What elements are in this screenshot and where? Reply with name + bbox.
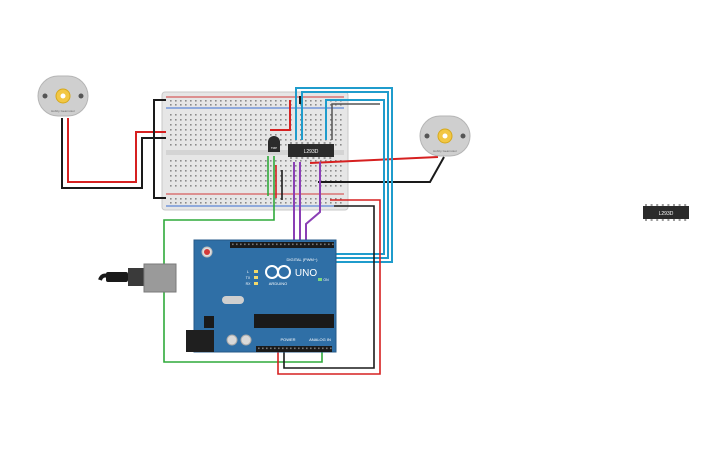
temperature-sensor[interactable]: TMP [268,136,280,152]
wire-blue-3[interactable] [310,99,385,255]
tx-led [254,276,258,279]
usb-cable[interactable] [98,268,148,286]
power-header-label: POWER [280,337,295,342]
wire-right-motor-red[interactable] [309,156,439,164]
motor-left-shaft-center [60,93,66,99]
atmega-chip [254,314,334,328]
motor-left[interactable]: Hobby Gearmotor [37,75,89,117]
on-led-label: ON [323,278,329,282]
capacitor-1 [226,334,238,346]
driver-chip-pins [290,142,332,159]
tx-label: TX [246,276,251,280]
on-led [318,278,322,281]
wire-right-motor-black[interactable] [318,156,445,183]
capacitor-2 [240,334,252,346]
usb-plug-body [106,272,128,282]
motor-right-screw-right [460,133,466,139]
wires [61,87,445,375]
breadboard-center-channel [166,150,344,155]
motor-left-screw-right [78,93,84,99]
reset-button[interactable] [204,249,210,255]
wire-rail-black-jumper[interactable] [153,99,166,199]
motor-right-label: Hobby Gearmotor [433,149,457,153]
temperature-sensor-label: TMP [271,146,277,150]
temperature-sensor-body [268,136,280,152]
driver-chip-body [288,144,334,157]
loose-chip-pins [645,204,687,221]
digital-header [230,242,334,248]
loose-chip-body [643,206,689,219]
rx-label: RX [246,282,252,286]
loose-chip-label: L293D [659,211,674,217]
motor-right[interactable]: Hobby Gearmotor [419,115,471,157]
power-jack [186,330,214,352]
arduino-brand: ARDUINO [269,281,287,286]
wire-blue-1[interactable] [295,87,393,263]
usb-port [143,263,177,293]
arduino-uno[interactable]: UNO ARDUINO DIGITAL (PWM~) POWER ANALOG … [143,239,337,353]
l-led-label: L [247,270,249,274]
rx-led [254,282,258,285]
driver-chip-label: L293D [304,149,319,155]
arduino-model: UNO [295,268,317,279]
usb-plug-head [128,268,148,286]
voltage-regulator [204,316,214,328]
wire-left-motor-black[interactable] [61,118,166,189]
wire-power-5v-red[interactable] [277,199,381,375]
wire-power-gnd-black[interactable] [283,205,375,369]
loose-chip[interactable]: L293D [643,204,689,221]
l-led [254,270,258,273]
driver-chip[interactable]: L293D [288,142,334,159]
motor-right-shaft-center [442,133,448,139]
wire-grey-short[interactable] [331,103,380,140]
motor-left-label: Hobby Gearmotor [51,109,75,113]
wire-top-red-short[interactable] [270,100,291,131]
wire-purple-3[interactable] [305,162,321,242]
wire-left-motor-red[interactable] [67,118,166,183]
arduino-logo-right [277,265,291,279]
wire-blue-2[interactable] [301,91,389,259]
motor-right-screw-left [424,133,430,139]
digital-header-label: DIGITAL (PWM~) [287,257,319,262]
motor-left-screw-left [42,93,48,99]
crystal-oscillator [222,296,244,304]
analog-header-label: ANALOG IN [309,337,331,342]
